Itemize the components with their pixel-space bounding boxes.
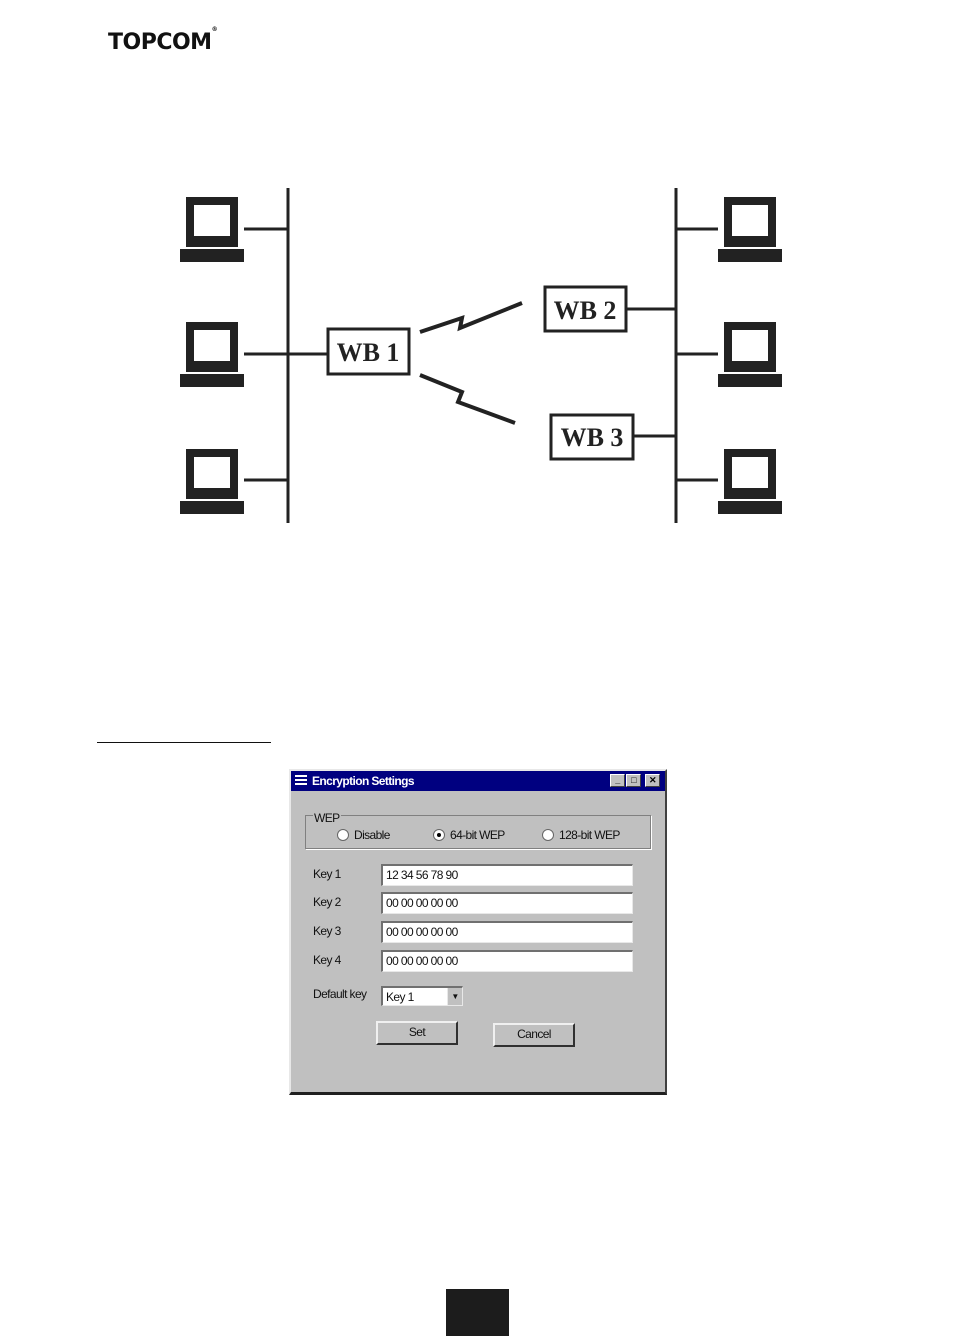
laptop-icon: [718, 322, 782, 387]
default-key-select[interactable]: Key 1 ▼: [381, 986, 463, 1006]
set-button[interactable]: Set: [376, 1021, 458, 1045]
key3-label: Key 3: [313, 924, 341, 938]
default-key-value: Key 1: [386, 990, 414, 1004]
page-number-tab: [446, 1289, 509, 1336]
radio-128bit-wep-button[interactable]: [542, 829, 554, 841]
key4-label: Key 4: [313, 953, 341, 967]
radio-64bit-wep[interactable]: 64-bit WEP: [433, 827, 505, 842]
radio-64bit-wep-button[interactable]: [433, 829, 445, 841]
title-bar[interactable]: Encryption Settings _ □ ✕: [291, 771, 665, 791]
key4-input[interactable]: 00 00 00 00 00: [381, 950, 633, 972]
key2-input[interactable]: 00 00 00 00 00: [381, 892, 633, 914]
close-icon[interactable]: ✕: [645, 774, 660, 787]
dialog-title: Encryption Settings: [312, 774, 414, 788]
laptop-icon: [180, 197, 244, 262]
wb2-label: WB 2: [554, 296, 617, 325]
key3-input[interactable]: 00 00 00 00 00: [381, 921, 633, 943]
wb1-label: WB 1: [337, 338, 400, 367]
laptop-icon: [718, 449, 782, 514]
laptop-icon: [180, 449, 244, 514]
laptop-icon: [180, 322, 244, 387]
radio-128bit-wep[interactable]: 128-bit WEP: [542, 827, 620, 842]
dropdown-arrow-icon[interactable]: ▼: [447, 988, 462, 1005]
key1-label: Key 1: [313, 867, 341, 881]
minimize-icon[interactable]: _: [610, 774, 625, 787]
wep-legend: WEP: [313, 811, 341, 825]
network-diagram: WB 1 WB 2 WB 3: [0, 0, 954, 560]
radio-disable[interactable]: Disable: [337, 827, 390, 842]
radio-disable-button[interactable]: [337, 829, 349, 841]
key2-label: Key 2: [313, 895, 341, 909]
laptop-icon: [718, 197, 782, 262]
encryption-settings-dialog: Encryption Settings _ □ ✕ WEP Disable 64…: [289, 769, 667, 1095]
default-key-label: Default key: [313, 987, 366, 1001]
system-menu-icon[interactable]: [295, 775, 307, 786]
cancel-button[interactable]: Cancel: [493, 1023, 575, 1047]
wireless-link-wb1-wb3: [420, 375, 515, 423]
wb3-label: WB 3: [561, 423, 624, 452]
section-rule: [97, 742, 271, 743]
maximize-icon[interactable]: □: [626, 774, 641, 787]
wireless-link-wb1-wb2: [420, 303, 522, 332]
key1-input[interactable]: 12 34 56 78 90: [381, 864, 633, 886]
